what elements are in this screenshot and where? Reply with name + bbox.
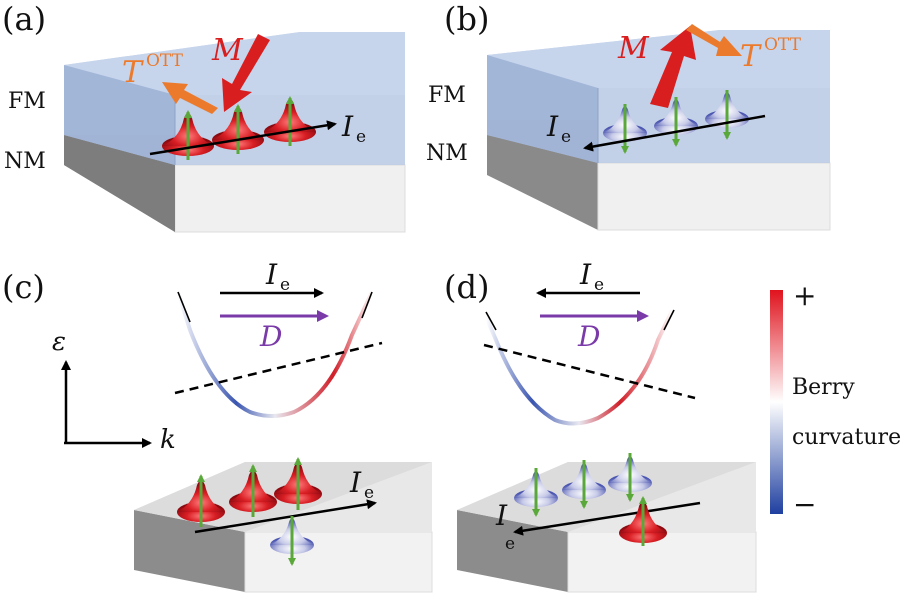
magnetization-label: M	[211, 33, 244, 68]
torque-arrow	[686, 24, 742, 56]
panel-c	[61, 288, 433, 593]
current-subscript: e	[364, 483, 374, 503]
current-subscript: e	[561, 127, 571, 147]
nm-label: NM	[426, 141, 468, 166]
colorbar-minus: −	[793, 488, 816, 521]
panel-d	[457, 288, 757, 593]
current-subscript: e	[505, 534, 515, 554]
torque-label: T	[122, 55, 144, 90]
colorbar-label-line1: Berry	[792, 375, 855, 400]
current-label: I	[265, 258, 278, 291]
current-label: I	[349, 466, 362, 499]
torque-superscript: OTT	[146, 51, 184, 71]
current-subscript: e	[356, 127, 366, 147]
current-label: I	[579, 258, 592, 291]
current-arrow	[513, 501, 701, 536]
drift-label: D	[577, 320, 600, 353]
current-label: I	[341, 110, 354, 143]
current-arrow	[149, 120, 337, 156]
colorbar-plus: +	[793, 279, 816, 312]
current-arrow	[194, 499, 377, 534]
panel-label-a: (a)	[2, 0, 46, 38]
panel-a	[64, 32, 406, 233]
panel-label-b: (b)	[444, 0, 489, 38]
current-label: I	[546, 110, 559, 143]
current-subscript: e	[280, 275, 290, 295]
torque-label: T	[740, 39, 762, 74]
fm-label: FM	[8, 89, 46, 114]
torque-arrow	[162, 82, 218, 114]
fermi-level	[174, 341, 383, 395]
magnetization-label: M	[617, 31, 650, 66]
energy-axis-label: ε	[52, 327, 66, 357]
torque-superscript: OTT	[764, 35, 802, 55]
nm-front	[174, 164, 406, 233]
energy-band	[176, 291, 374, 418]
colorbar-label-line2: curvature	[792, 425, 901, 450]
magnetization-arrow	[650, 26, 696, 108]
panel-label-d: (d)	[444, 268, 489, 306]
panel-b	[487, 24, 831, 231]
fm-label: FM	[428, 83, 466, 108]
drift-label: D	[259, 320, 282, 353]
fermi-level	[483, 343, 696, 400]
energy-band	[484, 310, 674, 426]
panel-label-c: (c)	[2, 268, 45, 306]
current-label: I	[495, 499, 508, 532]
magnetization-arrow	[222, 34, 270, 112]
momentum-axis-label: k	[160, 425, 176, 455]
current-subscript: e	[594, 275, 604, 295]
current-arrow	[583, 114, 766, 152]
nm-label: NM	[4, 149, 46, 174]
berry-colorbar	[770, 290, 783, 514]
